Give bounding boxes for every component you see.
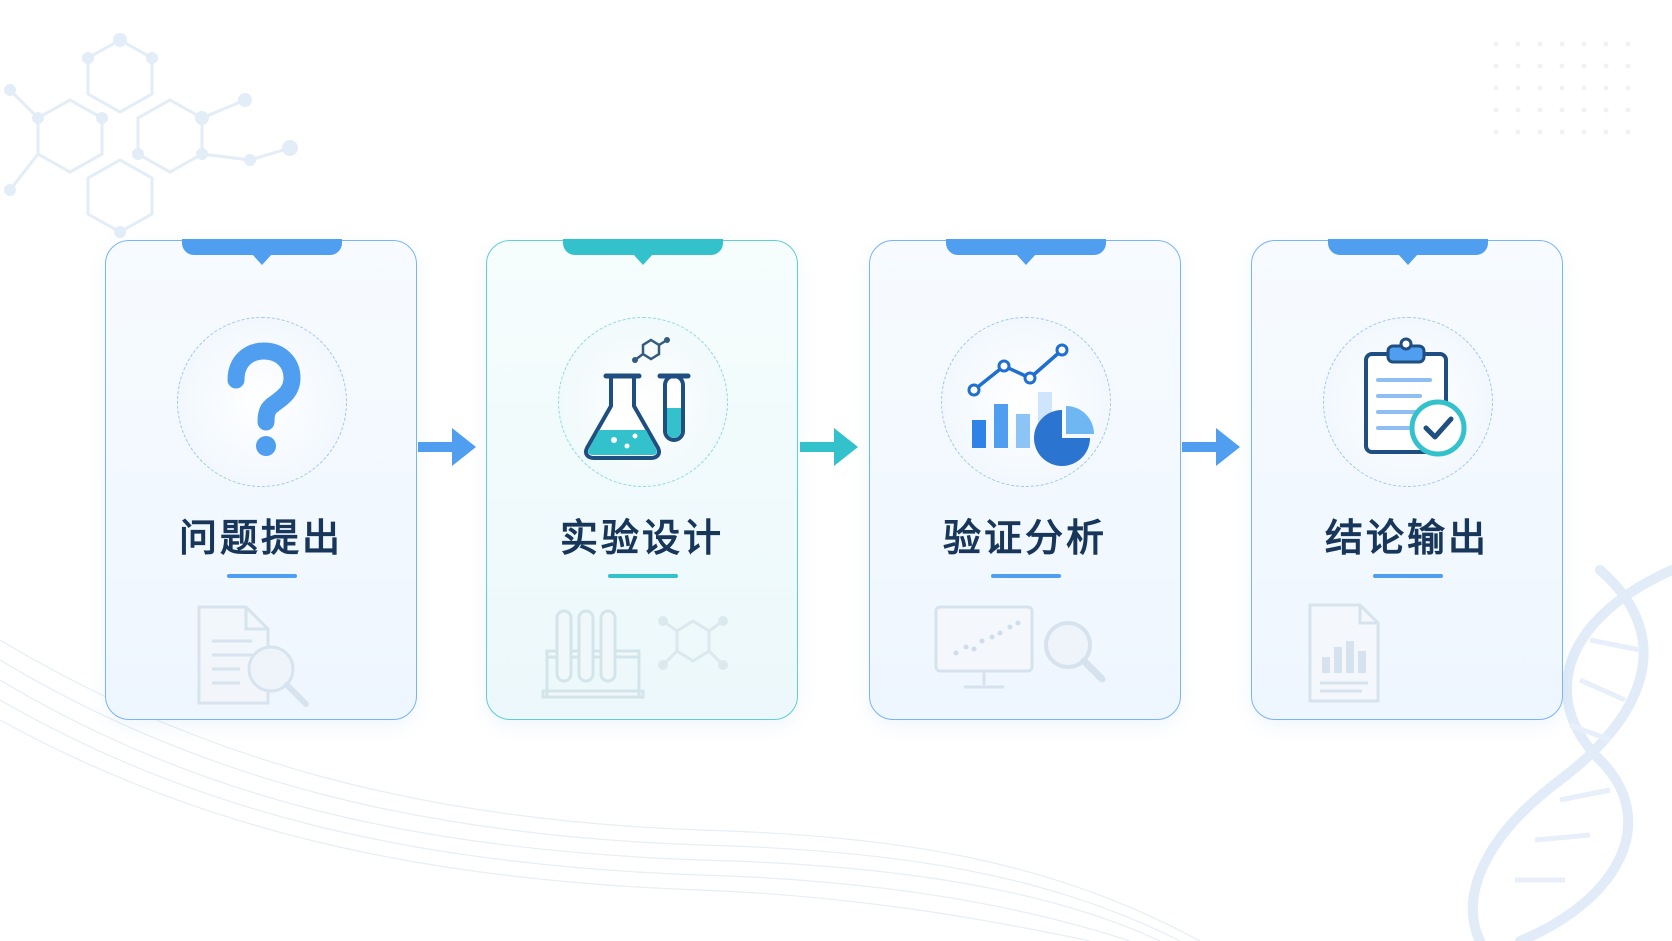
card-top-tab: [946, 239, 1106, 265]
title-underline: [608, 574, 678, 578]
molecule-network-background: [8, 38, 291, 234]
card-top-tab: [182, 239, 342, 265]
step-title: 问题提出: [178, 516, 343, 560]
clipboard-check-icon: [1364, 337, 1467, 457]
monitor-scatter-icon: [934, 605, 1034, 689]
step-card-experiment: 实验设计: [486, 239, 798, 720]
report-chart-icon: [1308, 603, 1380, 703]
step-card-conclusion: 结论输出: [1251, 239, 1563, 720]
test-tube-rack-icon: [541, 609, 645, 699]
step-title: 验证分析: [942, 516, 1107, 560]
flask-test-tube-icon: [583, 337, 691, 460]
step-card-analysis: 验证分析: [869, 239, 1181, 720]
document-magnifier-icon: [197, 605, 309, 707]
title-underline: [1373, 574, 1443, 578]
step-title: 实验设计: [559, 516, 724, 560]
icon-circle: [177, 317, 347, 487]
magnifier-icon: [1044, 621, 1106, 683]
title-underline: [991, 574, 1061, 578]
chart-analytics-icon: [967, 343, 1094, 466]
dna-helix-background: [1467, 565, 1672, 941]
arrow-right-icon: [418, 428, 476, 466]
icon-circle: [558, 317, 728, 487]
title-underline: [227, 574, 297, 578]
arrow-right-icon: [800, 428, 858, 466]
arrow-right-icon: [1182, 428, 1240, 466]
dot-grid-background: [1493, 41, 1631, 135]
card-top-tab: [563, 239, 723, 265]
question-mark-icon: [227, 342, 301, 456]
molecule-icon: [658, 616, 728, 670]
wave-lines-background: [0, 639, 1201, 941]
icon-circle: [941, 317, 1111, 487]
step-title: 结论输出: [1324, 516, 1489, 560]
card-top-tab: [1328, 239, 1488, 265]
step-card-question: 问题提出: [105, 239, 417, 720]
icon-circle: [1323, 317, 1493, 487]
